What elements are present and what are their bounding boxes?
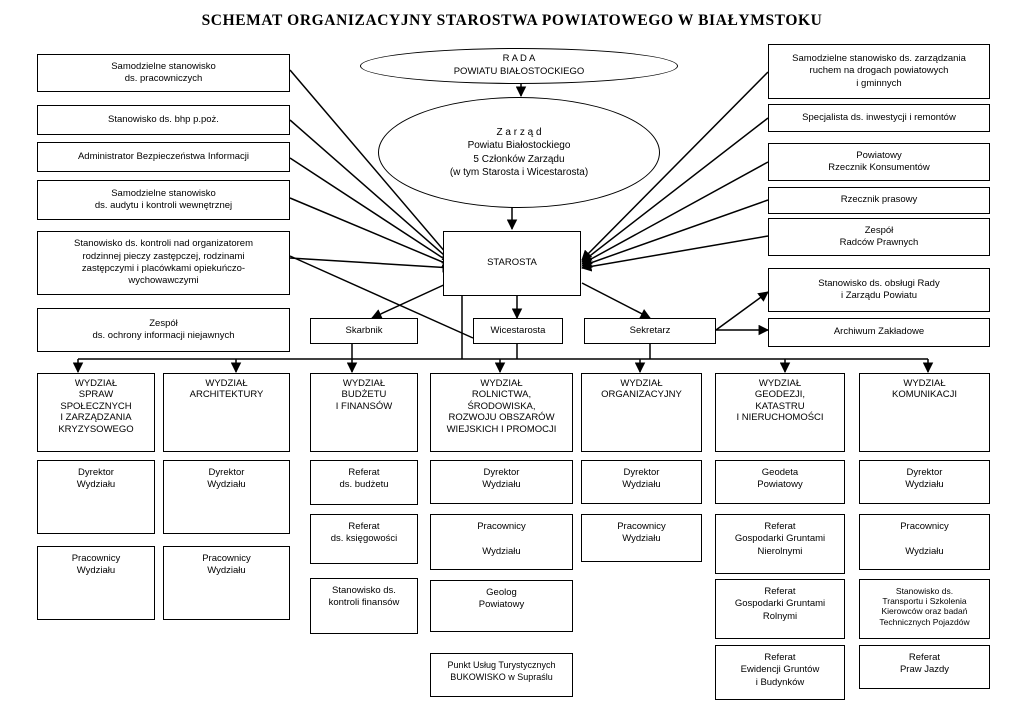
- dept-5-sub-geodeta: Geodeta Powiatowy: [715, 460, 845, 504]
- dept-4-sub-pracownicy: Pracownicy Wydziału: [581, 514, 702, 562]
- secretary-unit-archiwum: Archiwum Zakładowe: [768, 318, 990, 347]
- dept-1-sub-pracownicy: Pracownicy Wydziału: [163, 546, 290, 620]
- rada-powiatu-oval: R A D A POWIATU BIAŁOSTOCKIEGO: [360, 48, 678, 84]
- left-unit-informacje-niejawne: Zespół ds. ochrony informacji niejawnych: [37, 308, 290, 352]
- page-title: SCHEMAT ORGANIZACYJNY STAROSTWA POWIATOW…: [201, 12, 823, 29]
- dept-6-sub-transport-szkolenie: Stanowisko ds. Transportu i Szkolenia Ki…: [859, 579, 990, 639]
- wicestarosta-box: Wicestarosta: [473, 318, 563, 344]
- zarzad-powiatu-oval: Z a r z ą d Powiatu Białostockiego 5 Czł…: [378, 97, 660, 208]
- right-unit-inwestycje: Specjalista ds. inwestycji i remontów: [768, 104, 990, 132]
- dept-6-sub-pracownicy: Pracownicy Wydziału: [859, 514, 990, 570]
- dept-6-sub-dyrektor: Dyrektor Wydziału: [859, 460, 990, 504]
- dept-6-sub-praw-jazdy: Referat Praw Jazdy: [859, 645, 990, 689]
- dept-rolnictwa-srodowiska: WYDZIAŁ ROLNICTWA, ŚRODOWISKA, ROZWOJU O…: [430, 373, 573, 452]
- right-unit-ruch-drogowy: Samodzielne stanowisko ds. zarządzania r…: [768, 44, 990, 99]
- right-unit-rzecznik-konsumentow: Powiatowy Rzecznik Konsumentów: [768, 143, 990, 181]
- dept-0-sub-pracownicy: Pracownicy Wydziału: [37, 546, 155, 620]
- dept-komunikacji: WYDZIAŁ KOMUNIKACJI: [859, 373, 990, 452]
- dept-2-sub-referat-ksiegowosci: Referat ds. księgowości: [310, 514, 418, 564]
- dept-0-sub-dyrektor: Dyrektor Wydziału: [37, 460, 155, 534]
- dept-5-sub-gospodarka-nierolne: Referat Gospodarki Gruntami Nierolnymi: [715, 514, 845, 574]
- dept-spraw-spolecznych: WYDZIAŁ SPRAW SPOŁECZNYCH I ZARZĄDZANIA …: [37, 373, 155, 452]
- dept-3-sub-punkt-uslug: Punkt Usług Turystycznych BUKOWISKO w Su…: [430, 653, 573, 697]
- left-unit-audyt: Samodzielne stanowisko ds. audytu i kont…: [37, 180, 290, 220]
- right-unit-radcowie-prawni: Zespół Radców Prawnych: [768, 218, 990, 256]
- sekretarz-box: Sekretarz: [584, 318, 716, 344]
- dept-2-sub-kontrola-finansow: Stanowisko ds. kontroli finansów: [310, 578, 418, 634]
- starosta-box: STAROSTA: [443, 231, 581, 296]
- dept-geodezji-katastru: WYDZIAŁ GEODEZJI, KATASTRU I NIERUCHOMOŚ…: [715, 373, 845, 452]
- skarbnik-box: Skarbnik: [310, 318, 418, 344]
- dept-3-sub-dyrektor: Dyrektor Wydziału: [430, 460, 573, 504]
- dept-budzetu-i-finansow: WYDZIAŁ BUDŻETU I FINANSÓW: [310, 373, 418, 452]
- left-unit-bhp: Stanowisko ds. bhp p.poż.: [37, 105, 290, 135]
- dept-3-sub-geolog: Geolog Powiatowy: [430, 580, 573, 632]
- left-unit-pracownicze: Samodzielne stanowisko ds. pracowniczych: [37, 54, 290, 92]
- dept-5-sub-gospodarka-rolne: Referat Gospodarki Gruntami Rolnymi: [715, 579, 845, 639]
- left-unit-piecza-zastepcza: Stanowisko ds. kontroli nad organizatore…: [37, 231, 290, 295]
- secretary-unit-obsluga-rady: Stanowisko ds. obsługi Rady i Zarządu Po…: [768, 268, 990, 312]
- dept-5-sub-ewidencja: Referat Ewidencji Gruntów i Budynków: [715, 645, 845, 700]
- right-unit-rzecznik-prasowy: Rzecznik prasowy: [768, 187, 990, 214]
- left-unit-abi: Administrator Bezpieczeństwa Informacji: [37, 142, 290, 172]
- dept-1-sub-dyrektor: Dyrektor Wydziału: [163, 460, 290, 534]
- dept-4-sub-dyrektor: Dyrektor Wydziału: [581, 460, 702, 504]
- dept-organizacyjny: WYDZIAŁ ORGANIZACYJNY: [581, 373, 702, 452]
- dept-architektury: WYDZIAŁ ARCHITEKTURY: [163, 373, 290, 452]
- dept-2-sub-referat-budzetu: Referat ds. budżetu: [310, 460, 418, 505]
- dept-3-sub-pracownicy: Pracownicy Wydziału: [430, 514, 573, 570]
